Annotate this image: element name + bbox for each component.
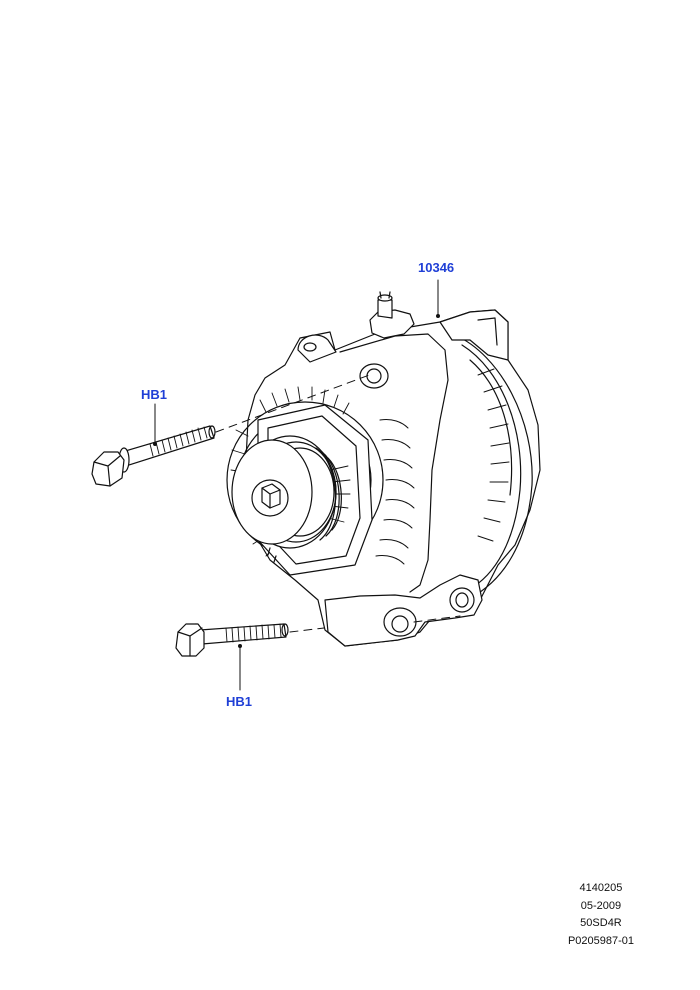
pulley [231,435,342,549]
lower-bolt-callout: HB1 [226,694,253,709]
alternator-icon [226,291,541,647]
reference-line-2: 05-2009 [580,899,622,912]
reference-line-1: 4140205 [579,882,623,894]
reference-line-3: 50SD4R [580,917,622,929]
drawing-reference-block: 4140205 05-2009 50SD4R P0205987-01 [568,880,634,950]
lower-bolt [175,623,289,657]
callout-leaders [154,279,439,691]
reference-line-4: P0205987-01 [567,934,634,947]
upper-bolt [91,425,216,487]
part-number-callout: 10346 [418,260,455,275]
upper-bolt-callout: HB1 [141,387,168,402]
